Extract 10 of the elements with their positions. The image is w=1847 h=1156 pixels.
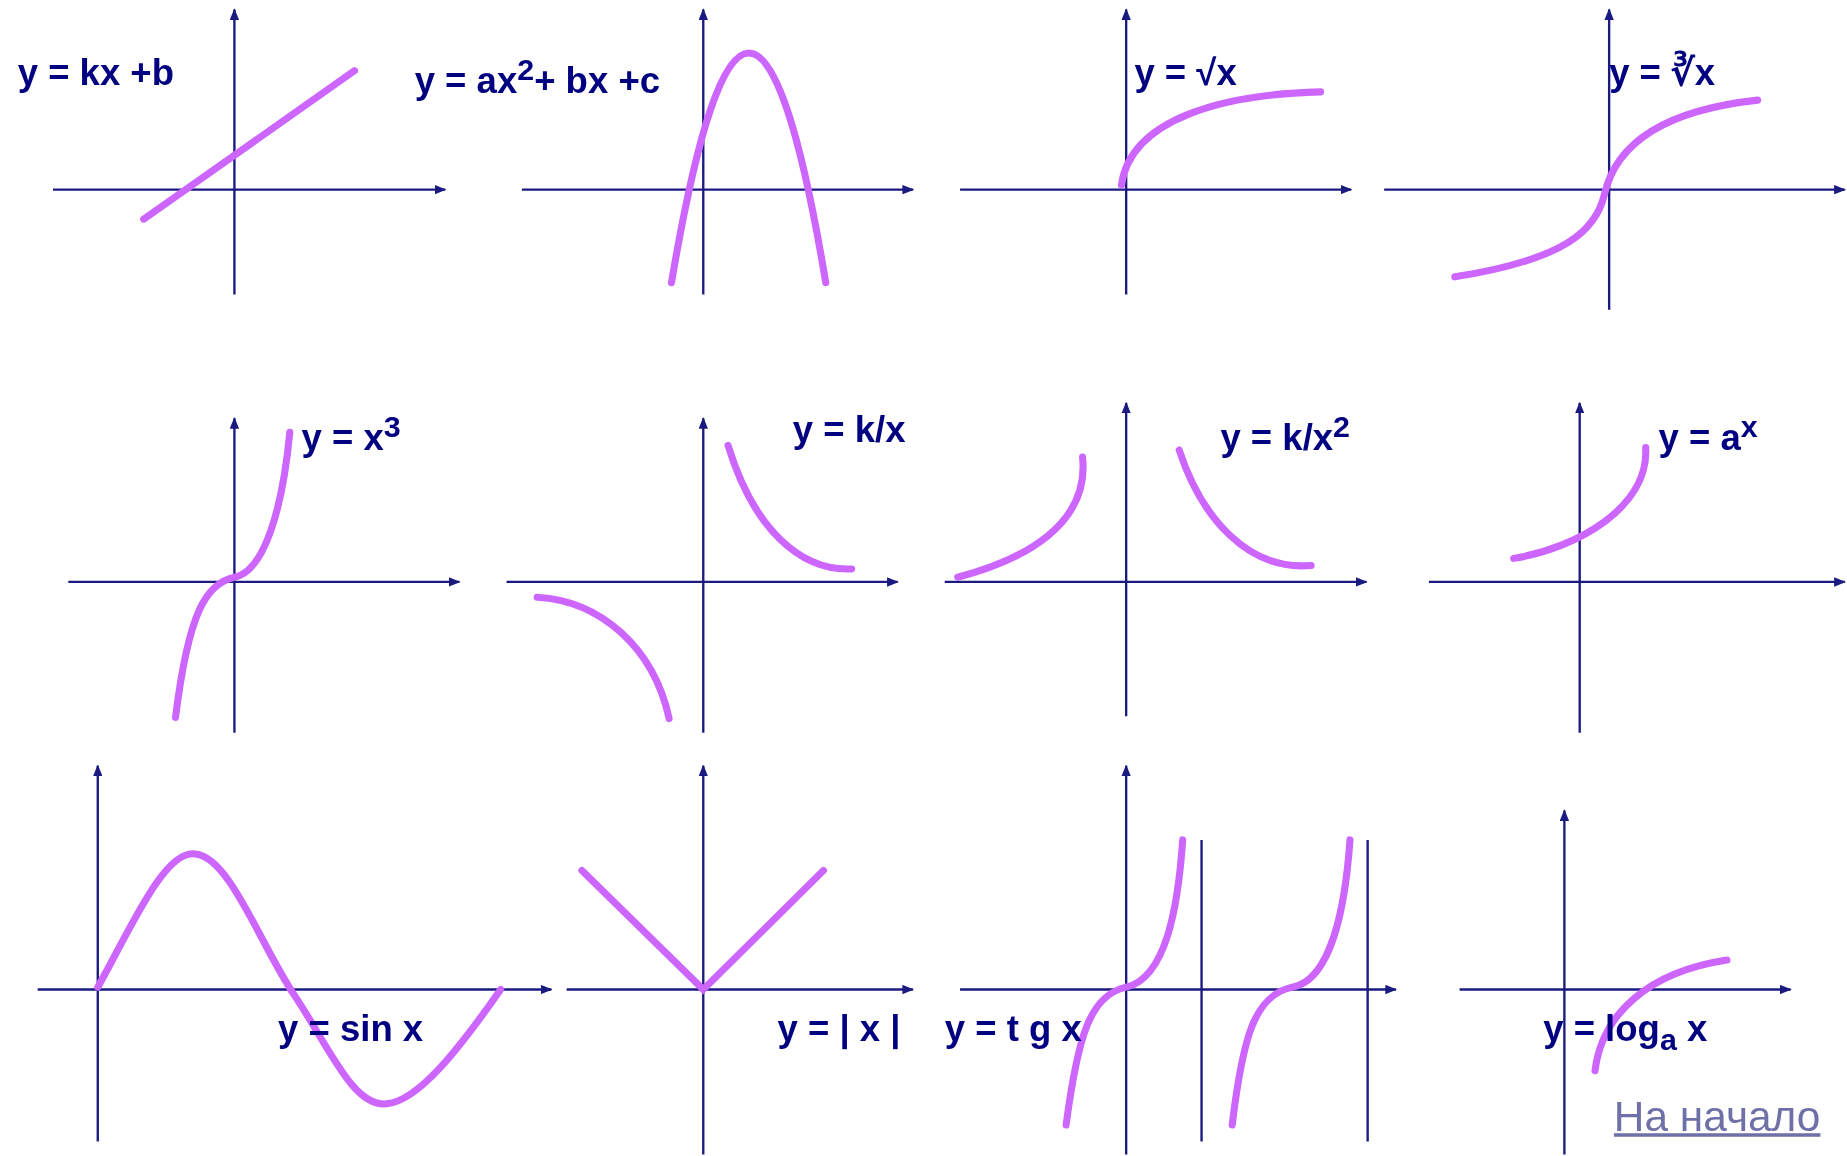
formula-label: y = kx +b [17,53,174,94]
formula-label: y = ax$^{2}$+ bx +c [414,53,661,102]
back-link: На начало [1613,1093,1821,1140]
formula-label: y = a$^{x}$ [1658,409,1758,459]
formula-label: y = x$^{3}$ [301,409,401,459]
formula-label: y = k/x [792,409,906,451]
formula-label: y = t g x [944,1009,1082,1050]
formula-label: y = √x [1134,53,1237,94]
formula-label: y = k/x$^{2}$ [1220,409,1351,459]
formula-label: y = | x | [777,1009,901,1050]
